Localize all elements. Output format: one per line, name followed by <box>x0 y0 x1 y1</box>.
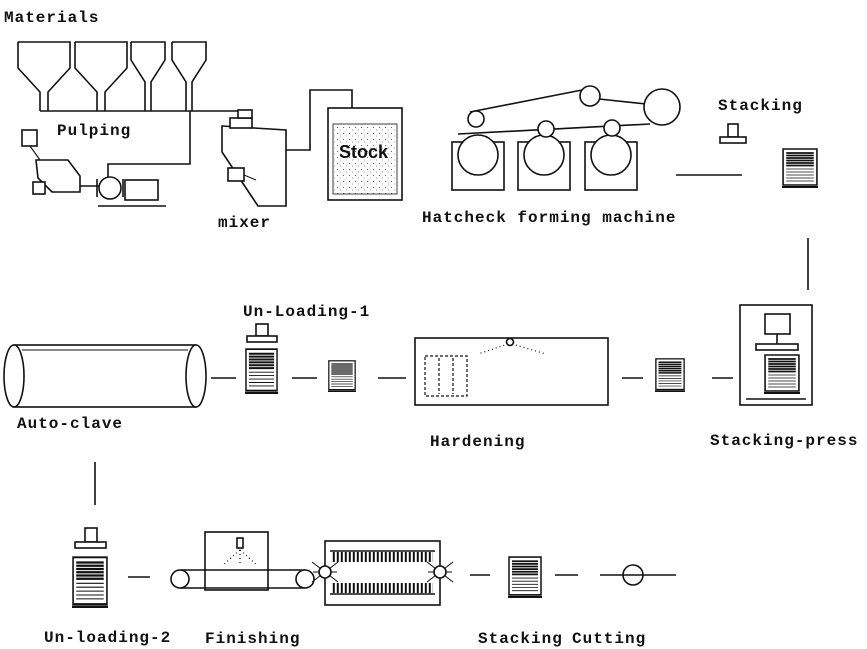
material-hoppers <box>17 41 240 112</box>
autoclave-label: Auto-clave <box>17 415 123 433</box>
finishing-unit <box>170 531 315 591</box>
stacking-top-label: Stacking <box>718 97 803 115</box>
conveyor-roller-right <box>295 569 315 589</box>
autoclave-left-cap <box>3 344 25 408</box>
top-roll <box>579 85 601 107</box>
autoclave <box>3 344 207 408</box>
conveyor-roller-left <box>170 569 190 589</box>
unloader-2-head <box>84 527 98 543</box>
pulping-label: Pulping <box>57 122 131 140</box>
roll-2 <box>537 120 555 138</box>
stacking-bottom-label: Stacking <box>478 630 563 648</box>
unloader-1 <box>245 323 278 394</box>
stacker-head <box>719 123 747 144</box>
finishing-label: Finishing <box>205 630 300 648</box>
cutting-saw <box>600 564 676 586</box>
stock-slurry <box>332 123 398 195</box>
materials-label: Materials <box>4 9 99 27</box>
vat-2 <box>517 134 571 191</box>
pulper-control-box <box>21 129 38 147</box>
vat-3 <box>584 134 638 191</box>
pulper-motor-box <box>32 181 46 195</box>
vat-1 <box>451 134 505 191</box>
unloader-2-bar <box>74 541 107 549</box>
forming-roll <box>643 88 681 126</box>
upper-brush-teeth <box>332 552 433 562</box>
pulper-tank <box>35 159 81 193</box>
board-stack-press <box>764 354 800 394</box>
unloading2-label: Un-loading-2 <box>44 629 171 647</box>
unloader-1-bar <box>246 335 278 343</box>
hardening-label: Hardening <box>430 433 525 451</box>
autoclave-body <box>13 344 197 408</box>
felt-return <box>598 98 647 105</box>
hopper-2 <box>74 41 128 111</box>
board-stack-unloading2 <box>72 556 108 608</box>
stacking-press <box>739 304 813 406</box>
board-stack-mid <box>328 360 356 392</box>
mixer-motor-box <box>227 167 245 182</box>
felt-upper <box>469 89 583 113</box>
curing-rack <box>424 355 468 397</box>
mixer-to-stock-pipe <box>286 89 353 151</box>
roll-3 <box>603 119 621 137</box>
pulper-link <box>29 145 41 161</box>
mixer <box>221 89 353 207</box>
press-platen <box>755 343 799 351</box>
hatschek-forming-machine <box>451 85 681 191</box>
spray-right <box>239 549 259 567</box>
brush-conveyor <box>311 540 454 606</box>
hardening-room <box>414 337 609 406</box>
pump-riser-pipe <box>107 111 191 177</box>
hopper-4 <box>171 41 207 111</box>
stock-tank: Stock <box>327 107 403 201</box>
mixer-body <box>221 125 287 207</box>
hopper-1 <box>17 41 71 111</box>
brush-roller-left <box>311 561 339 583</box>
hardening-chamber <box>414 337 609 406</box>
cutting-label: Cutting <box>572 630 646 648</box>
unloading1-label: Un-Loading-1 <box>243 303 370 321</box>
mixer-intake <box>229 117 253 129</box>
mixer-intake-cap <box>237 109 253 119</box>
mixer-motor-link <box>243 174 257 181</box>
press-head <box>764 313 791 335</box>
pulping-unit <box>21 111 191 207</box>
hopper-3 <box>130 41 166 111</box>
unloader-2 <box>72 527 108 608</box>
autoclave-right-cap <box>185 344 207 408</box>
board-stack-unloading1 <box>245 348 278 394</box>
steam-nozzle <box>505 337 515 347</box>
brush-roller-right <box>426 561 454 583</box>
board-stack-mid-right <box>655 358 685 392</box>
spray-left <box>221 549 241 567</box>
unloader-1-head <box>255 323 269 337</box>
stock-label: Stock <box>339 142 389 162</box>
spray-nozzle <box>236 537 244 549</box>
board-stack-top <box>782 148 818 188</box>
pump-motor <box>124 179 159 201</box>
forming-machine-label: Hatcheck forming machine <box>422 209 676 227</box>
stacking-press-label: Stacking-press <box>710 432 858 450</box>
lower-brush-teeth <box>332 583 433 593</box>
roll-1 <box>467 110 485 128</box>
pump <box>98 176 122 200</box>
board-stack-bottom <box>508 556 542 598</box>
mixer-label: mixer <box>218 214 271 232</box>
